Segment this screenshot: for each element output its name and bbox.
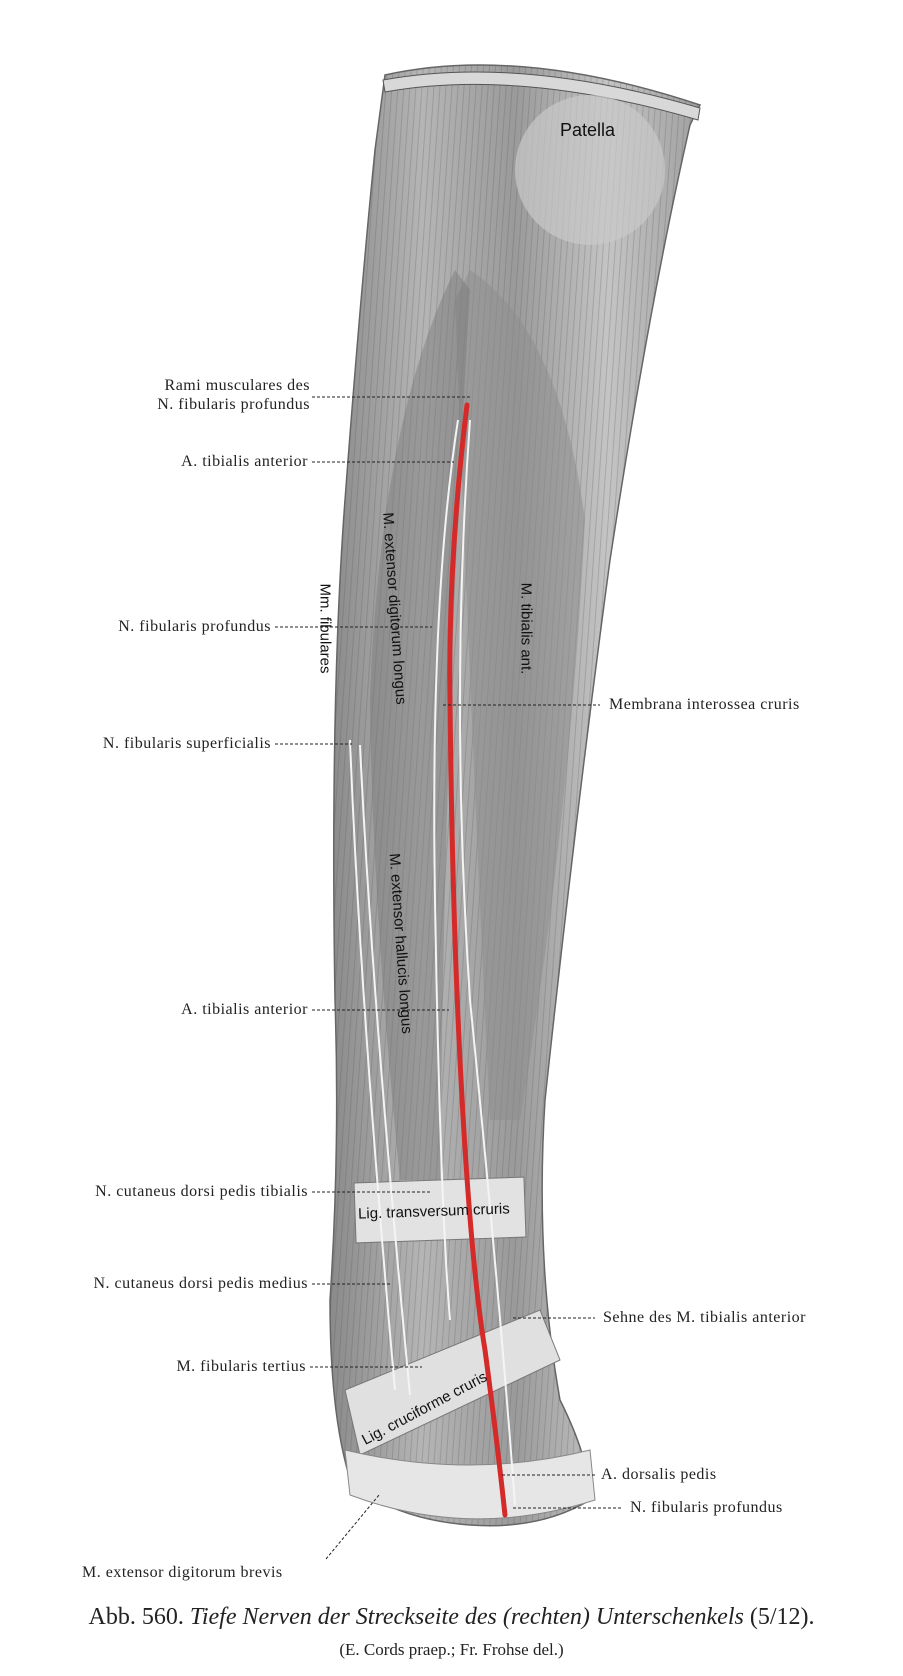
label-mm-fibulares: Mm. fibulares (316, 583, 334, 674)
figure-credit: (E. Cords praep.; Fr. Frohse del.) (339, 1640, 564, 1659)
label-a-tibialis-anterior-2: A. tibialis anterior (181, 1001, 308, 1018)
label-rami-musculares: Rami musculares des (164, 377, 310, 394)
foot-band (344, 1449, 596, 1520)
figure-caption: Abb. 560. Tiefe Nerven der Streckseite d… (0, 1604, 903, 1631)
label-n-fibularis-profundus-2: N. fibularis profundus (118, 618, 271, 635)
artery (447, 402, 508, 1518)
knee-band (382, 71, 701, 121)
label-n-fibularis-profundus-1: N. fibularis profundus (157, 396, 310, 413)
lig-transversum-shape (353, 1176, 527, 1244)
label-a-tibialis-anterior-1: A. tibialis anterior (181, 453, 308, 470)
label-m-ext-dig-brevis: M. extensor digitorum brevis (82, 1564, 283, 1581)
tibialis-muscle (455, 270, 585, 1120)
lig-cruciforme-shape (344, 1309, 561, 1456)
label-tibialis-ant: M. tibialis ant. (517, 582, 535, 675)
label-patella: Patella (560, 120, 616, 140)
label-n-fibularis-superficialis: N. fibularis superficialis (102, 735, 271, 752)
label-membrana-interossea: Membrana interossea cruris (609, 696, 800, 713)
caption-title: Tiefe Nerven der Streckseite des (rechte… (189, 1604, 744, 1630)
label-n-cutaneus-medius: N. cutaneus dorsi pedis medius (93, 1275, 308, 1292)
label-n-cutaneus-tibialis: N. cutaneus dorsi pedis tibialis (95, 1183, 308, 1200)
ext-digitorum-muscle (370, 270, 470, 1180)
caption-number: Abb. 560. (88, 1604, 184, 1630)
label-n-fibularis-profundus-3: N. fibularis profundus (630, 1499, 783, 1516)
label-m-fibularis-tertius: M. fibularis tertius (176, 1358, 306, 1375)
nerves (349, 419, 516, 1506)
patella-shape (515, 95, 665, 245)
label-sehne-tibialis: Sehne des M. tibialis anterior (603, 1309, 806, 1326)
caption-scale: (5/12). (749, 1604, 815, 1630)
leader-lines (275, 396, 622, 1560)
label-a-dorsalis-pedis: A. dorsalis pedis (601, 1466, 717, 1483)
